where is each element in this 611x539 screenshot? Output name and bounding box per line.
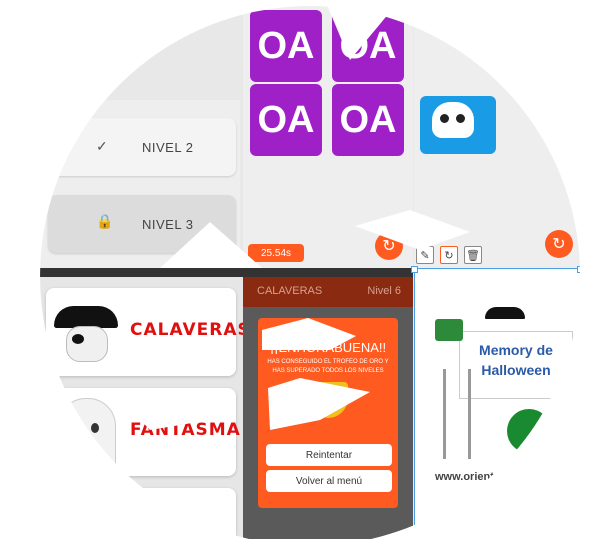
check-icon: ✓ [96, 138, 108, 154]
pirate-skull-icon [54, 296, 118, 366]
card-title: Memory de Halloween [479, 342, 553, 378]
status-bar [40, 268, 243, 277]
level-label: NIVEL 2 [142, 140, 194, 155]
restart-icon: ↻ [382, 238, 396, 255]
tile-text: OA [257, 98, 315, 141]
tile-text: OA [257, 24, 315, 67]
category-calaveras[interactable]: CALAVERAS [46, 288, 250, 376]
tile[interactable]: OA [332, 84, 404, 156]
category-label: CALAVERAS [130, 320, 251, 340]
bat-icon [485, 301, 525, 325]
skull-icon [432, 102, 474, 138]
status-bar [243, 268, 413, 277]
rotate-icon[interactable]: ↻ [440, 246, 458, 264]
skull-tile[interactable] [420, 96, 496, 154]
skeleton-icon [443, 369, 471, 459]
tile[interactable]: OA [250, 10, 322, 82]
menu-button[interactable]: Volver al menú [266, 470, 392, 492]
dialog-message: HAS CONSEGUIDO EL TROFEO DE ORO Y HAS SU… [267, 359, 389, 374]
lock-icon: 🔒 [96, 213, 114, 229]
game-level: Nivel 6 [367, 285, 401, 297]
trash-icon[interactable]: 🗑 [464, 246, 482, 264]
tile[interactable]: OA [250, 84, 322, 156]
level-label: NIVEL 3 [142, 217, 194, 232]
game-header: CALAVERAS Nivel 6 [243, 277, 413, 307]
selection-handle[interactable] [411, 266, 418, 273]
tile-text: OA [339, 98, 397, 141]
hat-icon [435, 319, 463, 341]
retry-button[interactable]: Reintentar [266, 444, 392, 466]
restart-button[interactable]: ↻ [545, 230, 573, 258]
game-title: CALAVERAS [257, 285, 323, 297]
restart-icon: ↻ [552, 236, 566, 253]
timer-badge: 25.54s [248, 244, 304, 262]
